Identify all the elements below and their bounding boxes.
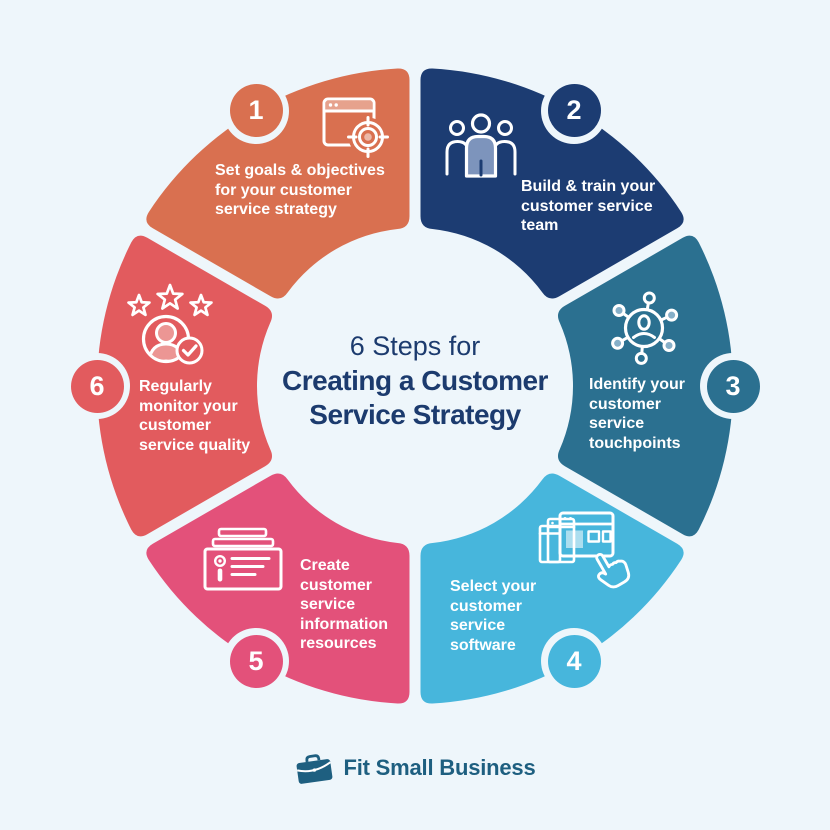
segment-step-3 xyxy=(557,235,733,537)
step-6-label: Regularly monitor your customer service … xyxy=(139,378,251,454)
step-2-label: Build & train your customer service team xyxy=(521,178,656,235)
step-2-badge: 2 xyxy=(541,77,607,144)
step-3-badge: 3 xyxy=(700,353,766,419)
step-5-label: Create customer service information reso… xyxy=(300,557,388,653)
step-1-number: 1 xyxy=(229,84,283,138)
team-icon xyxy=(444,110,518,184)
title-line-1: 6 Steps for xyxy=(349,331,481,361)
segment-step-4 xyxy=(420,473,684,704)
step-5-badge: 5 xyxy=(223,628,289,695)
step-6-badge: 6 xyxy=(64,353,130,419)
footer-brand: Fit Small Business xyxy=(0,751,830,785)
step-4-badge: 4 xyxy=(541,628,607,695)
step-1-label: Set goals & objectives for your customer… xyxy=(215,162,385,219)
step-6-number: 6 xyxy=(70,359,124,413)
segment-step-1 xyxy=(146,68,410,299)
browser-target-icon xyxy=(322,97,392,163)
software-select-icon xyxy=(532,510,634,600)
briefcase-icon xyxy=(297,754,333,784)
brand-text: Fit Small Business xyxy=(343,755,536,780)
step-5-number: 5 xyxy=(229,634,283,688)
step-2-number: 2 xyxy=(547,84,601,138)
step-4-number: 4 xyxy=(547,634,601,688)
step-1-badge: 1 xyxy=(223,77,289,144)
touchpoints-network-icon xyxy=(606,288,682,368)
quality-monitor-icon xyxy=(126,282,218,370)
step-3-label: Identify your customer service touchpoin… xyxy=(589,376,686,452)
title-line-2: Creating a Customer xyxy=(282,364,548,396)
center-title: 6 Steps for Creating a Customer Service … xyxy=(255,330,575,433)
segment-step-2 xyxy=(420,68,684,299)
title-line-3: Service Strategy xyxy=(309,399,521,431)
step-4-label: Select your customer service software xyxy=(450,578,537,654)
step-3-number: 3 xyxy=(706,359,760,413)
info-resources-icon xyxy=(202,527,284,591)
